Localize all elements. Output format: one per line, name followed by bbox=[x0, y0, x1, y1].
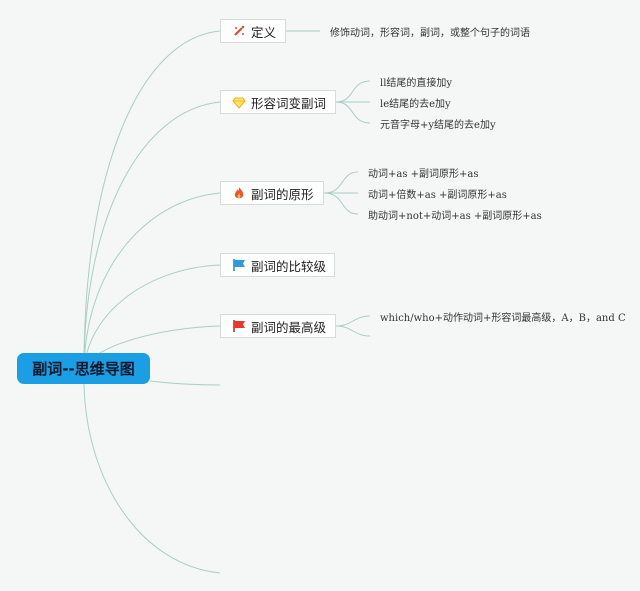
edge-definition bbox=[83, 30, 221, 369]
leaf-text: 修饰动词，形容词，副词，或整个句子的词语 bbox=[330, 28, 530, 39]
blue-flag-icon bbox=[232, 258, 246, 272]
root-to-branch-edges bbox=[83, 30, 221, 574]
leaf-text: le结尾的去e加y bbox=[380, 99, 451, 110]
edge-comparative bbox=[83, 264, 221, 369]
edge-empty-1 bbox=[149, 380, 221, 386]
branch-node-superlative[interactable]: 副词的最高级 bbox=[220, 314, 336, 338]
branch-node-base-form[interactable]: 副词的原形 bbox=[220, 181, 324, 205]
branch-label: 副词的原形 bbox=[251, 186, 314, 202]
diamond-icon bbox=[232, 95, 246, 109]
branch-label: 副词的最高级 bbox=[251, 319, 327, 335]
pencil-icon bbox=[232, 24, 246, 38]
leaf-text: ll结尾的直接加y bbox=[380, 78, 453, 89]
edge-base-form bbox=[83, 192, 221, 369]
leaf-text: 动词+as +副词原形+as bbox=[368, 169, 479, 180]
branch-node-adj-to-adv[interactable]: 形容词变副词 bbox=[220, 90, 336, 114]
leaf-text: 助动词+not+动词+as +副词原形+as bbox=[368, 211, 542, 222]
leaf-text: 元音字母+y结尾的去e加y bbox=[380, 120, 496, 131]
edge-adj-to-adv bbox=[83, 101, 221, 369]
branch-label: 副词的比较级 bbox=[251, 258, 327, 274]
red-flag-icon bbox=[232, 319, 246, 333]
root-label: 副词--思维导图 bbox=[32, 360, 135, 378]
fire-icon bbox=[232, 186, 246, 200]
leaf-text: which/who+动作动词+形容词最高级，A，B，and C bbox=[380, 313, 626, 324]
edge-empty-2 bbox=[83, 383, 221, 574]
leaf-text: 动词+倍数+as +副词原形+as bbox=[368, 190, 507, 201]
branch-node-comparative[interactable]: 副词的比较级 bbox=[220, 253, 335, 277]
root-node[interactable]: 副词--思维导图 bbox=[17, 353, 150, 384]
branch-to-leaf-edges bbox=[286, 30, 371, 337]
branch-node-definition[interactable]: 定义 bbox=[220, 19, 286, 43]
edge-stub bbox=[335, 325, 371, 337]
branch-label: 形容词变副词 bbox=[251, 95, 327, 111]
branch-label: 定义 bbox=[251, 24, 277, 40]
